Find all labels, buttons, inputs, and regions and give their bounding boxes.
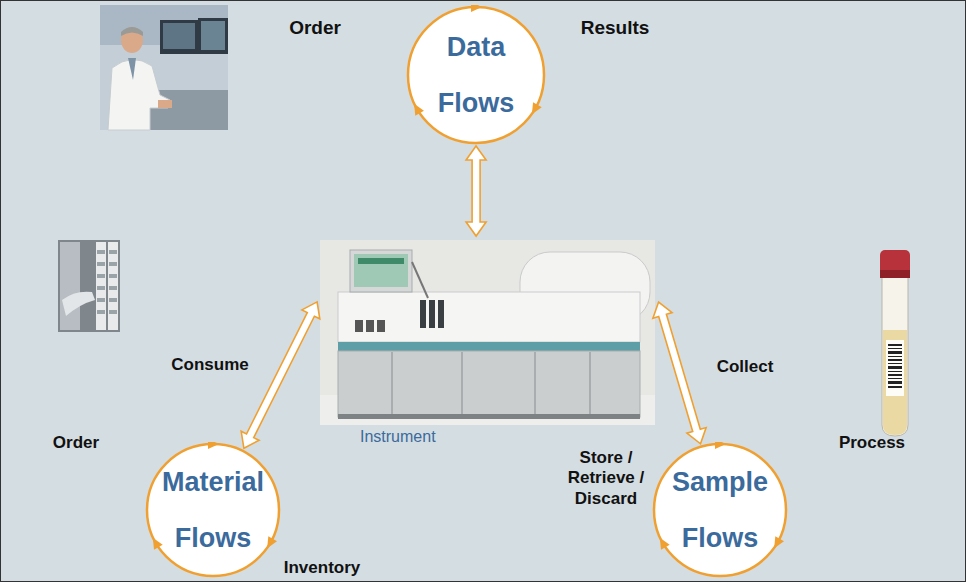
instrument-caption: Instrument — [360, 428, 436, 446]
sample-tube — [880, 250, 910, 436]
flow-title: Material Flows — [162, 454, 264, 566]
flow-step-label: Order — [53, 433, 99, 453]
double-arrow — [466, 146, 486, 236]
flow-circle-ring — [408, 7, 544, 143]
flow-step-label: Inventory — [284, 558, 361, 578]
circle-outline — [652, 442, 788, 578]
flow-step-label: Process — [839, 433, 905, 453]
circle-text-holder: Data Flows — [406, 5, 546, 145]
instrument-node: Instrument — [318, 238, 658, 455]
circle-text-holder: Material Flows — [145, 442, 281, 578]
flow-step-label: Collect — [717, 357, 774, 377]
instrument-photo — [320, 240, 655, 425]
cycle-arrowhead — [471, 5, 482, 12]
cycle-arrowhead — [715, 442, 726, 449]
cycle-arrowhead — [153, 538, 163, 550]
circle-outline — [145, 442, 281, 578]
cycle-arrowhead — [414, 104, 424, 116]
rack-photo — [58, 240, 120, 332]
flow-step-label: Consume — [171, 355, 248, 375]
flow-circle: Data Flows — [406, 5, 546, 145]
cycle-arrowhead — [660, 538, 670, 550]
flow-step-label: Order — [289, 17, 341, 40]
flow-circle-ring — [654, 444, 786, 576]
double-arrow — [653, 302, 706, 444]
cycle-arrowhead — [774, 536, 784, 548]
flow-circle: Material Flows — [145, 442, 281, 578]
flow-circle: Sample Flows — [652, 442, 788, 578]
flow-title: Data Flows — [438, 19, 515, 131]
cycle-arrowhead — [267, 536, 277, 548]
flow-circle-ring — [147, 444, 279, 576]
double-arrow — [241, 302, 320, 448]
circle-outline — [406, 5, 546, 145]
circle-text-holder: Sample Flows — [652, 442, 788, 578]
flow-step-label: Store / Retrieve / Discard — [560, 448, 652, 509]
doctor-photo — [100, 5, 228, 130]
flow-step-label: Results — [581, 17, 650, 40]
cycle-arrowhead — [532, 102, 542, 114]
flow-title: Sample Flows — [672, 454, 768, 566]
cycle-arrowhead — [208, 442, 219, 449]
